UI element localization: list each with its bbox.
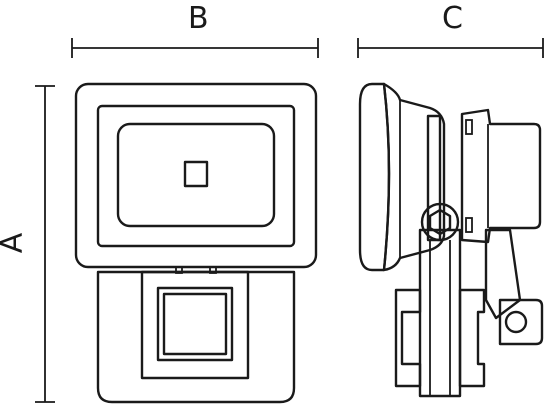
pivot-bolt-outer: [420, 202, 460, 242]
sensor-window-outer: [156, 286, 234, 362]
lens-window: [116, 122, 276, 228]
sensor-head: [498, 298, 544, 346]
bezel-outline: [96, 104, 296, 248]
mount-foot-right: [458, 288, 486, 388]
front-view: [74, 82, 318, 404]
rear-clip-bottom: [465, 217, 473, 233]
rear-driver-box: [460, 108, 542, 244]
sensor-window-inner: [162, 292, 228, 356]
housing-outline: [74, 82, 318, 269]
bracket-plate-edges: [429, 240, 451, 396]
rear-clip-top: [465, 119, 473, 135]
dimension-line-depth: [357, 38, 544, 58]
dimension-label-width: B: [188, 1, 209, 36]
sensor-joint-arm: [484, 228, 522, 320]
bracket-plate: [418, 228, 462, 398]
sensor-knob: [504, 310, 528, 334]
led-chip: [183, 160, 209, 188]
dimension-line-height: [35, 85, 55, 403]
sensor-body: [96, 270, 296, 404]
side-view: [358, 82, 544, 398]
dimension-label-depth: C: [442, 1, 463, 36]
pivot-bolt-hex: [428, 208, 452, 236]
dimension-line-width: [71, 38, 319, 58]
side-front-lip: [358, 82, 391, 272]
mount-foot-left: [394, 288, 422, 388]
sensor-frame: [140, 270, 250, 380]
side-housing: [382, 82, 446, 272]
